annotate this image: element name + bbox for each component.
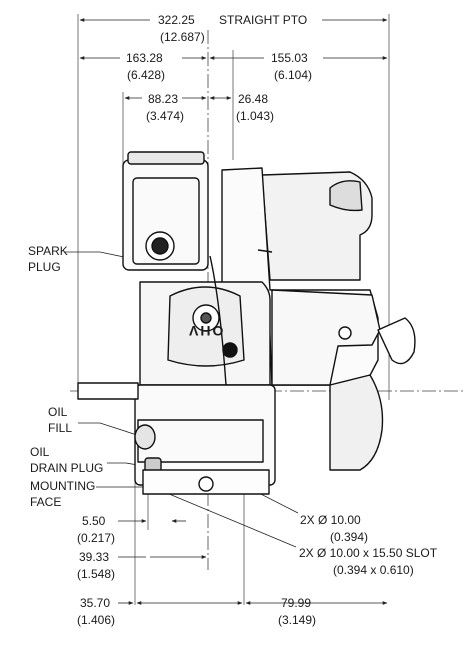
dim-base-left-inch: (1.406) bbox=[77, 613, 116, 627]
callout-slot-inch: (0.394 x 0.610) bbox=[333, 563, 414, 577]
callout-oil-fill-line2: FILL bbox=[48, 421, 73, 435]
dim-hole-value: 5.50 bbox=[82, 514, 106, 528]
dim-pto-inch: (1.043) bbox=[236, 109, 275, 123]
dim-hole-inch: (0.217) bbox=[77, 531, 116, 545]
engine-body bbox=[77, 151, 416, 495]
dim-overall-value: 322.25 bbox=[158, 13, 195, 27]
dim-base-right-value: 79.99 bbox=[281, 596, 312, 610]
callout-oil-fill-line1: OIL bbox=[48, 405, 68, 419]
callout-spark-plug-line2: PLUG bbox=[28, 260, 61, 274]
dim-left-inch: (6.428) bbox=[127, 68, 166, 82]
callout-mounting-face-line2: FACE bbox=[30, 495, 62, 509]
dim-spark-inch: (3.474) bbox=[146, 109, 185, 123]
dim-base-center-value: 39.33 bbox=[79, 550, 110, 564]
dim-base-right-inch: (3.149) bbox=[278, 613, 317, 627]
dim-left-value: 163.28 bbox=[126, 51, 163, 65]
callout-mounting-face-line1: MOUNTING bbox=[30, 479, 96, 493]
dim-overall-label: STRAIGHT PTO bbox=[219, 13, 308, 27]
dim-pto-value: 26.48 bbox=[238, 92, 269, 106]
ohv-badge: OHV bbox=[187, 323, 224, 339]
callout-oil-drain-line1: OIL bbox=[30, 445, 50, 459]
dim-base-left-value: 35.70 bbox=[80, 596, 111, 610]
callout-spark-plug-line1: SPARK bbox=[28, 244, 68, 258]
dimension-lines bbox=[79, 18, 388, 605]
dim-overall-inch: (12.687) bbox=[160, 30, 205, 44]
dim-right-value: 155.03 bbox=[271, 51, 308, 65]
dim-spark-value: 88.23 bbox=[148, 92, 179, 106]
callout-oil-drain-line2: DRAIN PLUG bbox=[30, 461, 104, 475]
callout-hole-value: 2X Ø 10.00 bbox=[300, 513, 361, 527]
dim-right-inch: (6.104) bbox=[274, 68, 313, 82]
dim-base-center-inch: (1.548) bbox=[77, 567, 116, 581]
callout-hole-inch: (0.394) bbox=[330, 530, 369, 544]
callout-slot-value: 2X Ø 10.00 x 15.50 SLOT bbox=[299, 546, 438, 560]
